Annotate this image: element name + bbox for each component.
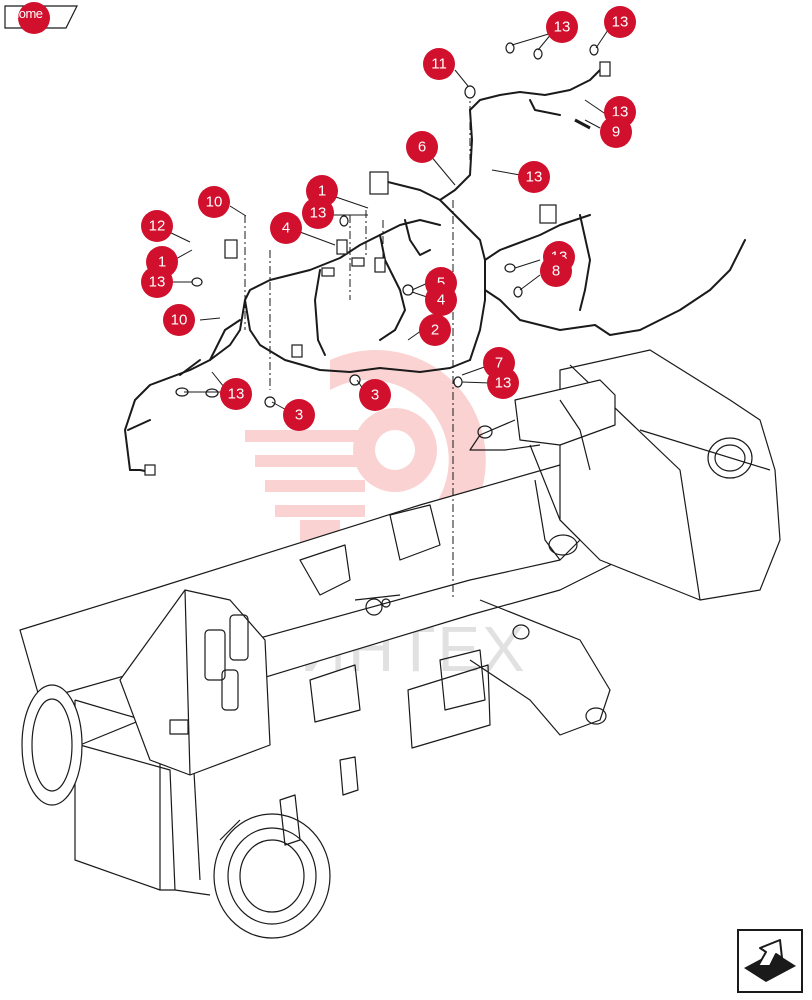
callout-label: 11 — [431, 56, 447, 73]
assembly-lines — [244, 90, 471, 600]
callout-label: 13 — [228, 386, 245, 403]
callout-marker[interactable]: 10 — [163, 304, 195, 336]
home-badge — [18, 2, 50, 34]
callout-marker[interactable]: 3 — [283, 399, 315, 431]
next-page-button[interactable] — [736, 928, 804, 994]
callout-label: 13 — [612, 14, 629, 31]
callout-layer: 13 13 11 13 9 6 13 10 1 13 12 4 13 8 1 5… — [141, 6, 636, 431]
next-page-arrow-icon — [737, 929, 803, 993]
callout-marker[interactable]: 6 — [406, 131, 438, 163]
callout-label: 5 — [437, 275, 445, 292]
callout-marker[interactable]: 3 — [359, 379, 391, 411]
callout-label: 12 — [149, 218, 166, 235]
callout-marker[interactable]: 13 — [302, 197, 334, 229]
callout-label: 13 — [149, 274, 166, 291]
callout-marker[interactable]: 4 — [425, 284, 457, 316]
callout-marker[interactable]: 8 — [540, 255, 572, 287]
callout-marker[interactable]: 9 — [600, 116, 632, 148]
callout-marker[interactable]: 11 — [423, 48, 455, 80]
callout-marker[interactable]: 13 — [141, 266, 173, 298]
callout-marker[interactable]: 10 — [198, 186, 230, 218]
callout-marker[interactable]: 13 — [518, 161, 550, 193]
callout-label: 9 — [612, 124, 620, 141]
callout-label: 8 — [552, 263, 560, 280]
callout-label: 6 — [418, 139, 426, 156]
callout-label: 13 — [554, 19, 571, 36]
callout-marker[interactable]: 13 — [604, 6, 636, 38]
home-button[interactable]: home — [0, 0, 82, 36]
machine-frame — [19, 349, 781, 939]
callout-label: 7 — [495, 355, 503, 372]
callout-label: 13 — [495, 375, 512, 392]
callout-label: 1 — [318, 183, 326, 200]
callout-marker[interactable]: 13 — [487, 367, 519, 399]
callout-label: 3 — [371, 387, 379, 404]
callout-marker[interactable]: 13 — [546, 11, 578, 43]
callout-marker[interactable]: 13 — [220, 378, 252, 410]
callout-label: 13 — [526, 169, 543, 186]
callout-label: 3 — [295, 407, 303, 424]
callout-label: 4 — [282, 220, 290, 237]
callout-label: 13 — [310, 205, 327, 222]
wiring-harness — [124, 69, 746, 473]
callout-marker[interactable]: 2 — [419, 314, 451, 346]
callout-label: 2 — [431, 322, 439, 339]
callout-label: 10 — [171, 312, 188, 329]
callout-label: 10 — [206, 194, 223, 211]
callout-marker[interactable]: 12 — [141, 210, 173, 242]
home-label: home — [12, 6, 43, 21]
connectors — [144, 42, 611, 476]
callout-label: 4 — [437, 292, 445, 309]
callout-marker[interactable]: 4 — [270, 212, 302, 244]
callout-label: 1 — [158, 254, 166, 271]
